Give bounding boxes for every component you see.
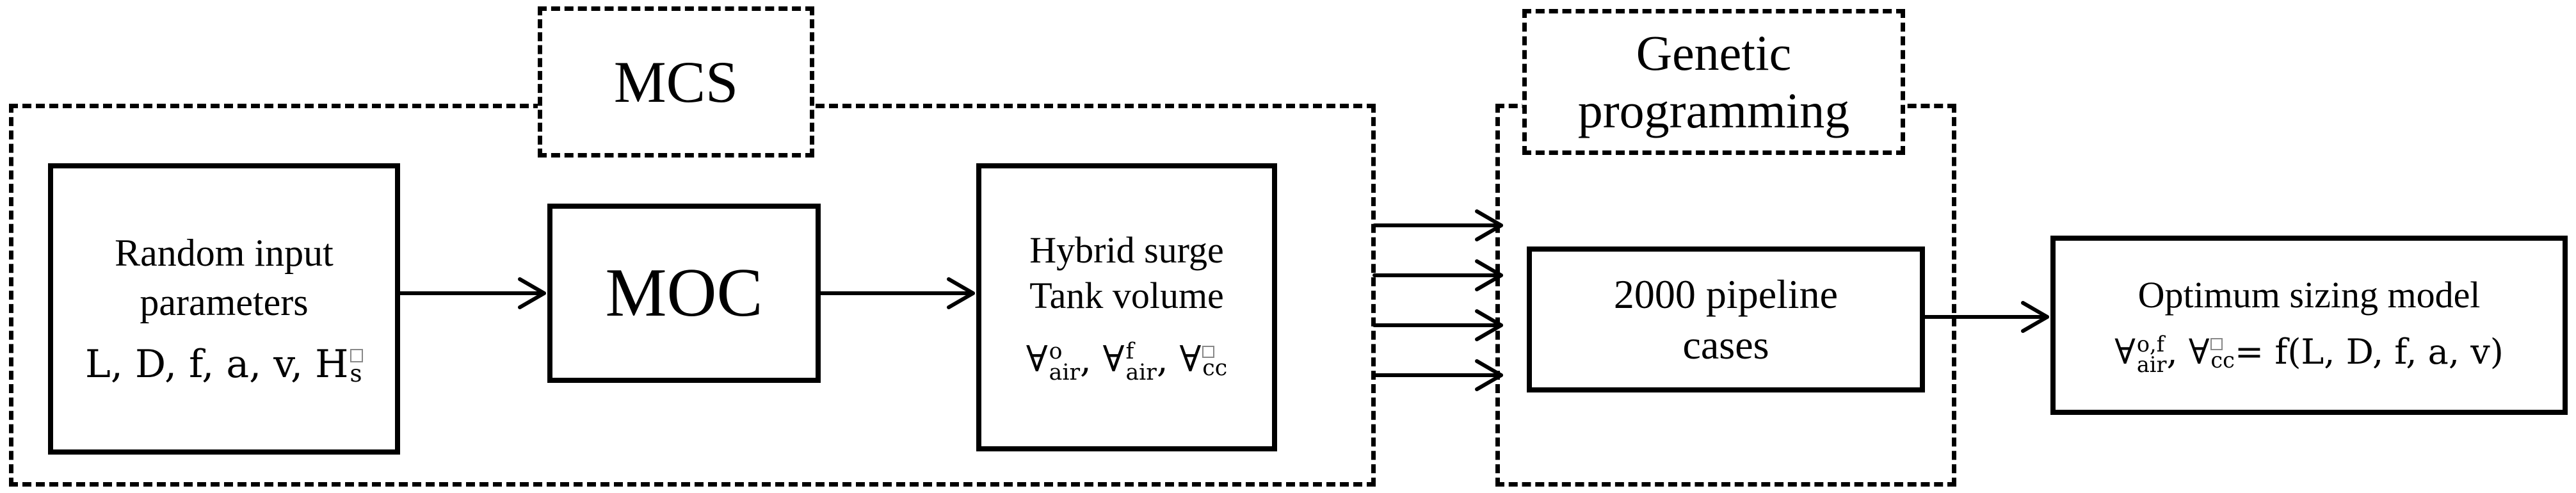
v1-sub: air [1049, 359, 1081, 385]
pipeline-line2: cases [1682, 322, 1769, 368]
v3-sub: cc [1202, 355, 1228, 381]
optimum-title: Optimum sizing model [2137, 273, 2481, 316]
v2-sup: f [1125, 338, 1134, 364]
gp-label-line1: Genetic [1636, 25, 1792, 81]
volume-symbol: ∀ [1179, 339, 1202, 381]
opt-v2-sub: cc [2210, 347, 2235, 373]
hybrid-line2: Tank volume [1029, 275, 1224, 317]
params-text: L, D, f, a, v, H [85, 341, 349, 387]
opt-rhs: = f(L, D, f, a, v) [2234, 331, 2504, 372]
volume-symbol: ∀ [1026, 339, 1048, 381]
moc-box: MOC [547, 204, 821, 383]
gp-label-line2: programming [1577, 83, 1850, 138]
arrow-head [518, 277, 546, 309]
pipeline-line1: 2000 pipeline [1613, 271, 1839, 317]
volume-symbol: ∀ [2188, 331, 2210, 372]
volume-symbol: ∀ [2114, 331, 2136, 372]
genetic-programming-label-box: Genetic programming [1522, 9, 1905, 155]
arrow-head [1475, 309, 1503, 341]
random-input-line1: Random input [115, 231, 334, 274]
placeholder-box-icon [350, 349, 363, 362]
mcs-label: MCS [613, 49, 739, 115]
placeholder-box-icon [2210, 338, 2223, 350]
moc-label: MOC [605, 255, 763, 332]
hybrid-line1: Hybrid surge [1029, 229, 1224, 271]
arrow-head [2021, 301, 2049, 333]
pipeline-cases-box: 2000 pipeline cases [1527, 247, 1925, 392]
v2-sub: air [1125, 359, 1157, 385]
mcs-label-box: MCS [538, 6, 814, 158]
params-sub: s [350, 359, 362, 387]
arrow-head [1475, 209, 1503, 241]
volume-symbol: ∀ [1102, 339, 1125, 381]
opt-v1-sub: air [2136, 352, 2167, 377]
placeholder-box-icon [1202, 345, 1215, 358]
opt-v1-sup: o,f [2136, 331, 2164, 357]
random-input-box: Random input parameters L, D, f, a, v, H… [48, 163, 400, 455]
arrow-head [1475, 359, 1503, 391]
arrow-head [947, 277, 975, 309]
arrow-head [1475, 259, 1503, 291]
v1-sup: o [1049, 338, 1063, 364]
random-input-line2: parameters [140, 280, 309, 323]
